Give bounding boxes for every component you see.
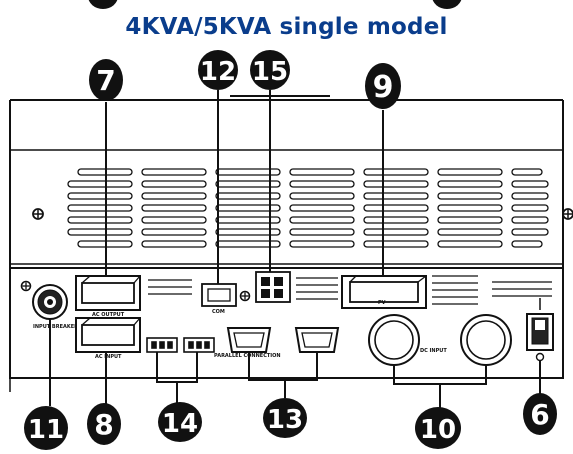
vent-slot	[215, 228, 281, 236]
lower-panel	[9, 267, 564, 379]
callout-8: 8	[87, 403, 121, 445]
vent-slot	[141, 204, 207, 212]
vent-slot	[437, 216, 503, 224]
vent-slot	[363, 228, 429, 236]
vent-slot	[511, 192, 549, 200]
svg-text:14: 14	[162, 409, 198, 439]
callout-12: 12	[198, 50, 238, 90]
power-switch	[526, 298, 554, 362]
callout-13: 13	[263, 398, 307, 438]
vent-slot	[141, 240, 207, 248]
vent-slot	[363, 204, 429, 212]
pv-label: PV	[378, 300, 386, 306]
ac-output-terminal	[75, 275, 141, 311]
com-port	[201, 283, 237, 307]
callout-15: 15	[250, 50, 290, 90]
svg-text:11: 11	[28, 415, 64, 445]
vent-slot	[437, 204, 503, 212]
vent-slot	[437, 180, 503, 188]
leader-lines	[49, 90, 541, 408]
vent-slot	[511, 216, 549, 224]
panel-screw-left	[20, 280, 32, 292]
vent-slot	[437, 240, 503, 248]
vent-slot	[215, 204, 281, 212]
vent-slot	[215, 168, 281, 176]
vent-slot	[289, 192, 355, 200]
vent-slot	[67, 192, 133, 200]
callout-7: 7	[89, 59, 123, 101]
vent-slot	[437, 192, 503, 200]
vent-slot	[289, 240, 355, 248]
breaker-label: INPUT BREAKER	[33, 324, 78, 330]
svg-text:10: 10	[420, 415, 456, 445]
vent-slot	[289, 216, 355, 224]
svg-text:9: 9	[373, 70, 394, 105]
vent-slot	[511, 168, 543, 176]
vent-slot	[363, 216, 429, 224]
vent-slot	[511, 180, 549, 188]
svg-text:8: 8	[94, 408, 113, 441]
ac-input-terminal	[75, 317, 141, 353]
vent-slot	[141, 168, 207, 176]
vent-slot	[67, 216, 133, 224]
vent-slot	[67, 228, 133, 236]
battery-dc-input-terminals	[368, 314, 512, 366]
vent-slot	[215, 180, 281, 188]
callout-6: 6	[523, 393, 557, 435]
com-label: COM	[212, 309, 225, 315]
callout-9: 9	[365, 63, 401, 109]
diagram-title: 4KVA/5KVA single model	[125, 14, 448, 40]
vent-slot	[67, 204, 133, 212]
cropped-top-markers	[88, 0, 462, 9]
vent-slot	[511, 240, 543, 248]
panel-screw-center	[239, 290, 251, 302]
ac-output-label: AC OUTPUT	[92, 312, 125, 318]
callout-10: 10	[415, 407, 461, 449]
vent-slot	[363, 180, 429, 188]
parallel-communication-ports	[226, 327, 340, 353]
ac-input-label: AC INPUT	[95, 354, 122, 360]
svg-text:6: 6	[530, 398, 549, 431]
vent-slot	[141, 216, 207, 224]
pv-input-terminal	[341, 275, 427, 309]
vent-slot	[289, 228, 355, 236]
vent-slot	[437, 168, 503, 176]
vent-slot	[215, 240, 281, 248]
callout-11: 11	[24, 406, 68, 450]
bms-port	[255, 271, 291, 303]
vent-slot	[215, 216, 281, 224]
vent-slot	[141, 192, 207, 200]
vent-slot	[67, 180, 133, 188]
vent-slot	[363, 192, 429, 200]
vent-slot	[289, 204, 355, 212]
parallel-current-sharing-ports	[146, 337, 215, 353]
vent-slot	[215, 192, 281, 200]
vent-slot	[289, 168, 355, 176]
vent-slot	[511, 204, 549, 212]
ventilation-slots	[67, 168, 549, 248]
vent-slot	[511, 228, 549, 236]
vent-slot	[437, 228, 503, 236]
svg-text:13: 13	[267, 405, 303, 435]
vent-slot	[141, 228, 207, 236]
mounting-screw-left	[32, 208, 44, 220]
vent-slot	[141, 180, 207, 188]
vent-slot	[363, 168, 429, 176]
vent-slot	[289, 180, 355, 188]
lower-vent-lines	[148, 275, 552, 305]
mounting-screw-right	[562, 208, 573, 220]
svg-text:15: 15	[252, 57, 288, 87]
input-breaker-knob	[32, 284, 68, 320]
svg-text:12: 12	[200, 57, 236, 87]
vent-slot	[363, 240, 429, 248]
dc-input-label: DC INPUT	[420, 348, 447, 354]
callout-14: 14	[158, 402, 202, 442]
svg-text:7: 7	[96, 64, 115, 97]
parallel-label: PARALLEL CONNECTION	[214, 353, 281, 359]
